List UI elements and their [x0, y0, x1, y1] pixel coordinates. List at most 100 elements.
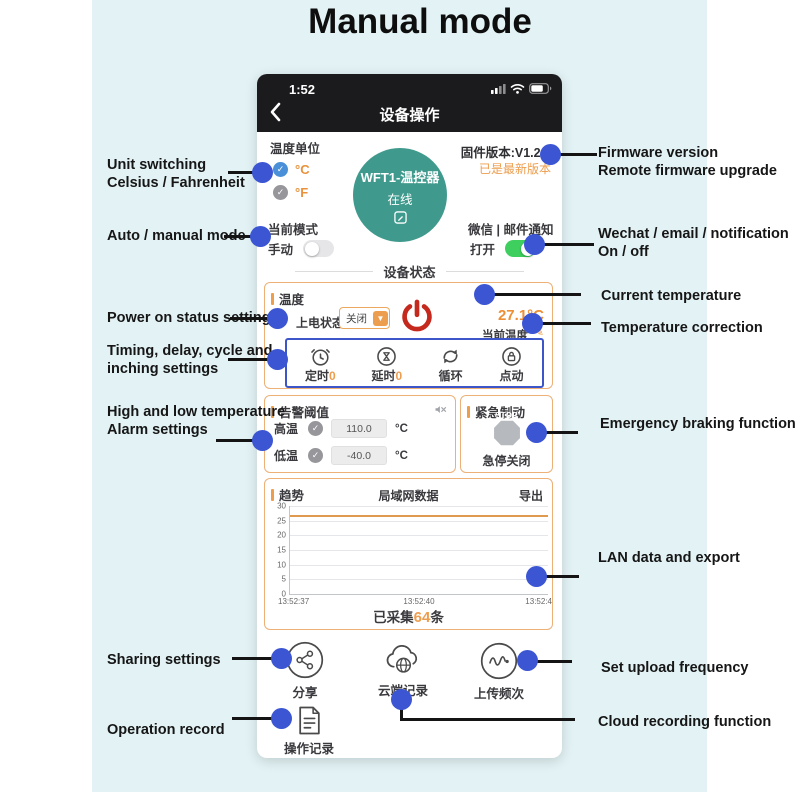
low-temp-unit: °C: [395, 449, 408, 462]
device-online-status: 在线: [387, 192, 413, 207]
connector-dot: [271, 708, 292, 729]
inching-setting[interactable]: 点动: [499, 344, 524, 382]
cycle-icon: [438, 344, 463, 369]
power-button[interactable]: [399, 298, 435, 334]
edit-icon[interactable]: [393, 210, 407, 224]
connector-dot: [271, 648, 292, 669]
connector-dot: [252, 430, 273, 451]
trend-box: 趋势 局域网数据 导出 30 25 20 15 10 5 0 13:52:37 …: [264, 478, 553, 630]
upload-frequency-action[interactable]: 上传频次: [461, 642, 537, 702]
connector-dot: [540, 144, 561, 165]
share-action[interactable]: 分享: [267, 641, 343, 701]
low-temp-input[interactable]: -40.0: [331, 446, 387, 465]
connector-line: [537, 575, 579, 578]
high-temp-unit: °C: [395, 422, 408, 435]
high-temp-input[interactable]: 110.0: [331, 419, 387, 438]
annotation-current-temperature: Current temperature: [601, 288, 742, 304]
alarm-box-title: 告警阈值: [279, 406, 330, 420]
orange-bar: [467, 405, 470, 418]
connector-line: [533, 322, 591, 325]
cloud-record-icon: [383, 641, 424, 677]
lan-data-title: 局域网数据: [378, 489, 439, 503]
collected-count-line: 已采集64条: [373, 609, 444, 626]
unit-section-label: 温度单位: [270, 142, 321, 156]
nav-title: 设备操作: [379, 107, 440, 124]
connector-line: [224, 235, 262, 238]
timer-setting[interactable]: 定时0: [305, 344, 336, 382]
y-tick: 25: [277, 516, 286, 526]
device-status-circle[interactable]: WFT1-温控器 在线: [353, 148, 447, 242]
fahrenheit-label: °F: [295, 185, 309, 200]
checked-radio-icon: ✓: [273, 162, 288, 177]
notify-section-label: 微信 | 邮件通知: [468, 223, 554, 237]
trend-title: 趋势: [279, 489, 305, 503]
mode-value: 手动: [268, 243, 294, 257]
delay-setting[interactable]: 延时0: [371, 344, 402, 383]
connector-line: [485, 293, 581, 296]
muted-speaker-icon[interactable]: [433, 402, 448, 417]
cellular-signal-icon: [491, 83, 506, 94]
timer-label: 定时: [304, 369, 329, 383]
connector-line: [228, 358, 278, 361]
annotation-lan-data: LAN data and export: [598, 550, 740, 566]
stop-button[interactable]: [461, 418, 552, 448]
back-button[interactable]: [265, 100, 285, 124]
export-button[interactable]: 导出: [518, 489, 543, 503]
check-icon[interactable]: ✓: [308, 421, 323, 436]
cycle-label: 循环: [438, 369, 463, 383]
connector-dot: [522, 313, 543, 334]
connector-dot: [267, 308, 288, 329]
temperature-correction-pencil-icon[interactable]: ✎: [533, 325, 544, 339]
timer-settings-box: 定时0 延时0 循环 点动: [285, 338, 544, 388]
temperature-box-title: 温度: [279, 293, 305, 307]
annotation-sharing-settings: Sharing settings: [107, 652, 221, 668]
firmware-status[interactable]: 已是最新版本: [478, 162, 551, 176]
hourglass-icon: [374, 344, 399, 369]
cycle-setting[interactable]: 循环: [438, 344, 463, 382]
connector-dot: [524, 234, 545, 255]
connector-dot: [474, 284, 495, 305]
wifi-icon: [510, 83, 525, 94]
unit-option-celsius[interactable]: ✓ °C: [273, 162, 310, 177]
celsius-label: °C: [295, 162, 310, 177]
orange-bar: [271, 292, 274, 305]
device-state-divider: 设备状态: [257, 262, 562, 281]
notify-value: 打开: [470, 243, 496, 257]
connector-dot: [517, 650, 538, 671]
timer-value: 0: [328, 369, 336, 383]
emergency-caption: 急停关闭: [482, 454, 531, 468]
chevron-down-icon: ▼: [373, 310, 388, 326]
power-on-status-dropdown[interactable]: 关闭 ▼: [339, 307, 390, 329]
connector-line: [216, 439, 264, 442]
temperature-box-header: 温度: [271, 289, 304, 308]
x-tick: 13:52:40: [403, 597, 435, 606]
check-icon[interactable]: ✓: [308, 448, 323, 463]
annotation-auto-manual: Auto / manual mode: [107, 228, 246, 244]
annotation-emergency-braking: Emergency braking function: [600, 416, 796, 432]
unchecked-radio-icon: ✓: [273, 185, 288, 200]
annotation-operation-record: Operation record: [107, 722, 225, 738]
battery-icon: [529, 83, 552, 94]
manual-mode-toggle[interactable]: [303, 240, 335, 257]
status-time: 1:52: [289, 82, 316, 97]
annotation-cloud-recording: Cloud recording function: [598, 714, 772, 730]
firmware-version: 固件版本:V1.2.9: [460, 146, 551, 160]
collected-count: 64: [413, 609, 431, 626]
operation-record-action[interactable]: 操作记录: [271, 706, 347, 757]
low-temp-row: 低温 ✓ -40.0 °C: [274, 446, 408, 465]
operation-record-label: 操作记录: [283, 742, 334, 756]
upload-frequency-icon: [480, 642, 518, 680]
unit-option-fahrenheit[interactable]: ✓ °F: [273, 185, 308, 200]
connector-line: [230, 317, 278, 320]
divider-label: 设备状态: [383, 265, 436, 280]
high-temp-label: 高温: [274, 422, 299, 436]
mode-row: 手动: [268, 239, 335, 258]
delay-label: 延时: [371, 369, 396, 383]
lan-data-chart: 30 25 20 15 10 5 0 13:52:37 13:52:40 13:…: [277, 502, 552, 607]
connector-dot: [250, 226, 271, 247]
dropdown-value: 关闭: [346, 312, 367, 325]
connector-dot: [252, 162, 273, 183]
y-tick: 30: [277, 501, 286, 511]
y-tick: 20: [277, 530, 286, 540]
connector-line: [232, 717, 282, 720]
